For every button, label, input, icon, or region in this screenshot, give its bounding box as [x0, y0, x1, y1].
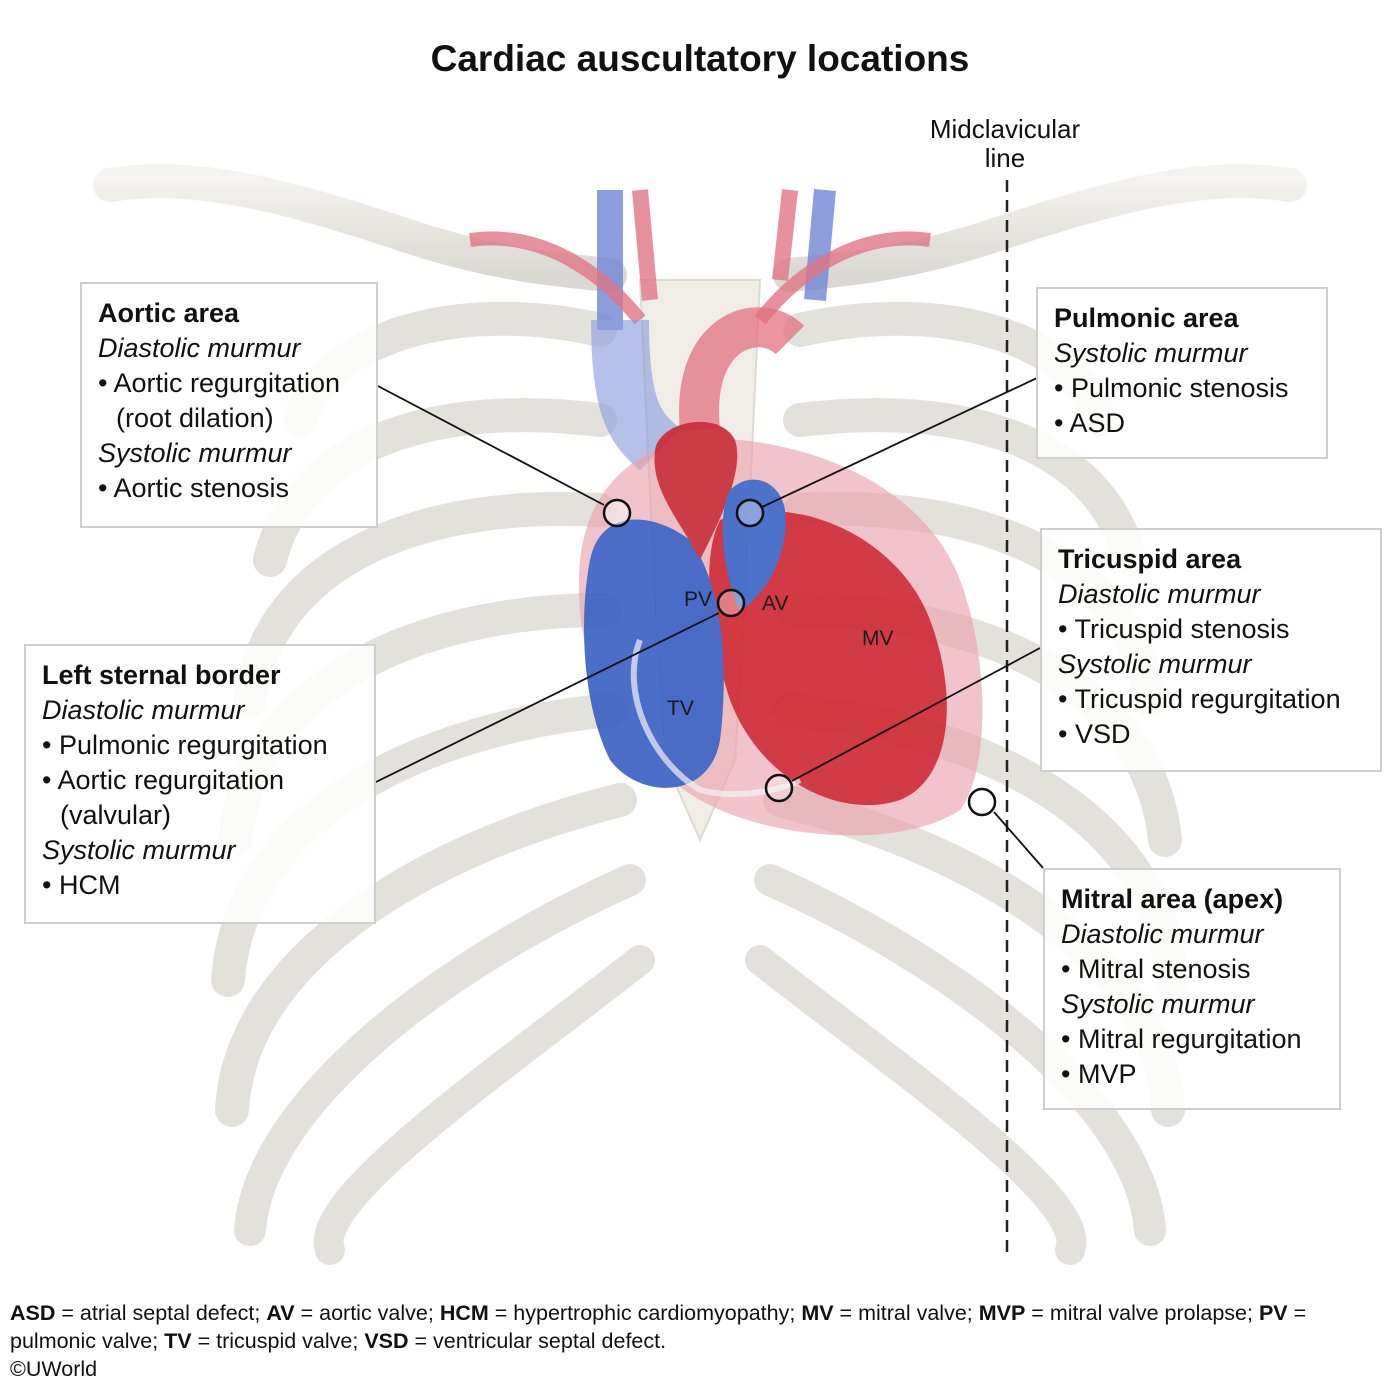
legend-tv-abbr: TV [164, 1329, 192, 1353]
tricuspid-diastolic-item: • Tricuspid stenosis [1058, 614, 1290, 644]
mitral-systolic-item-1: • Mitral regurgitation [1061, 1024, 1302, 1054]
aortic-diastolic-title: Diastolic murmur [98, 333, 301, 363]
lsb-point [716, 588, 746, 618]
aortic-point [602, 498, 632, 528]
pulmonic-area-box: Pulmonic area Systolic murmur • Pulmonic… [1036, 287, 1328, 459]
valve-label-tv: TV [667, 697, 694, 720]
aortic-diastolic-item: • Aortic regurgitation [98, 368, 341, 398]
mitral-systolic-item-2: • MVP [1061, 1059, 1137, 1089]
right-clavicle [773, 164, 1307, 292]
legend-mv-def: = mitral valve; [833, 1301, 979, 1325]
heart [578, 421, 983, 836]
legend-vsd-abbr: VSD [364, 1329, 409, 1353]
pulmonic-heading: Pulmonic area [1054, 303, 1239, 333]
valve-label-mv: MV [862, 627, 894, 650]
lsb-diastolic-item-2-cont: (valvular) [60, 800, 172, 830]
tricuspid-point [764, 773, 794, 803]
legend-pv-def: = pulmonic valve; [10, 1301, 1307, 1353]
aortic-area-box: Aortic area Diastolic murmur • Aortic re… [80, 282, 378, 528]
midclavicular-line1: Midclavicular [929, 114, 1081, 144]
aortic-heading: Aortic area [98, 298, 240, 328]
lsb-systolic-item-1: • HCM [42, 870, 121, 900]
mitral-heading: Mitral area (apex) [1061, 884, 1284, 914]
aortic-systolic-title: Systolic murmur [98, 438, 292, 468]
valve-label-pv: PV [684, 588, 713, 611]
legend-vsd-def: = ventricular septal defect. [408, 1329, 667, 1353]
abbreviation-legend: ASD = atrial septal defect; AV = aortic … [10, 1299, 1390, 1355]
mitral-systolic-title: Systolic murmur [1061, 989, 1255, 1019]
pulmonic-systolic-item-2: • ASD [1054, 408, 1125, 438]
mitral-diastolic-item: • Mitral stenosis [1061, 954, 1251, 984]
legend-hcm-def: = hypertrophic cardiomyopathy; [488, 1301, 802, 1325]
mitral-point [967, 787, 997, 817]
aortic-diastolic-item-cont: (root dilation) [116, 403, 274, 433]
valve-label-av: AV [762, 592, 789, 615]
mitral-diastolic-title: Diastolic murmur [1061, 919, 1264, 949]
legend-mv-abbr: MV [801, 1301, 834, 1325]
midclavicular-label: Midclavicular line [910, 115, 1100, 173]
lsb-heading: Left sternal border [42, 660, 281, 690]
lsb-diastolic-item-1: • Pulmonic regurgitation [42, 730, 328, 760]
tricuspid-systolic-title: Systolic murmur [1058, 649, 1252, 679]
auscultation-points [602, 498, 997, 817]
left-sternal-border-box: Left sternal border Diastolic murmur • P… [24, 644, 376, 924]
legend-asd-abbr: ASD [10, 1301, 56, 1325]
pulmonic-point [735, 498, 765, 528]
legend-asd-def: = atrial septal defect; [55, 1301, 267, 1325]
lsb-systolic-title: Systolic murmur [42, 835, 236, 865]
legend-av-def: = aortic valve; [294, 1301, 440, 1325]
tricuspid-area-box: Tricuspid area Diastolic murmur • Tricus… [1040, 528, 1382, 772]
lsb-diastolic-item-2: • Aortic regurgitation [42, 765, 285, 795]
legend-hcm-abbr: HCM [439, 1301, 489, 1325]
mitral-area-box: Mitral area (apex) Diastolic murmur • Mi… [1043, 868, 1341, 1110]
legend-mvp-def: = mitral valve prolapse; [1025, 1301, 1259, 1325]
tricuspid-diastolic-title: Diastolic murmur [1058, 579, 1261, 609]
legend-av-abbr: AV [266, 1301, 295, 1325]
pulmonic-systolic-item-1: • Pulmonic stenosis [1054, 373, 1289, 403]
legend-pv-abbr: PV [1258, 1301, 1288, 1325]
aortic-systolic-item: • Aortic stenosis [98, 473, 290, 503]
page-title: Cardiac auscultatory locations [430, 38, 970, 79]
midclavicular-line2: line [984, 143, 1026, 173]
lsb-diastolic-title: Diastolic murmur [42, 695, 245, 725]
pulmonic-systolic-title: Systolic murmur [1054, 338, 1248, 368]
tricuspid-systolic-item-2: • VSD [1058, 719, 1131, 749]
legend-tv-def: = tricuspid valve; [191, 1329, 365, 1353]
tricuspid-systolic-item-1: • Tricuspid regurgitation [1058, 684, 1341, 714]
left-clavicle [93, 164, 627, 292]
tricuspid-heading: Tricuspid area [1058, 544, 1242, 574]
leader-lines [375, 377, 1044, 869]
copyright: ©UWorld [10, 1357, 98, 1381]
legend-mvp-abbr: MVP [978, 1301, 1026, 1325]
